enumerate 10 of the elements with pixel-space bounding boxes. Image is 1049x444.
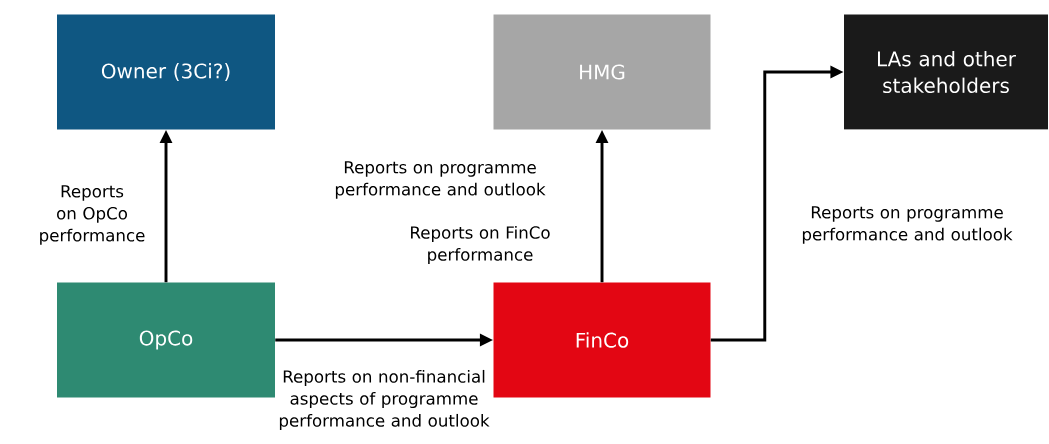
edge-label: Reports on non-financial aspects of programme performance and outlook — [279, 369, 490, 431]
process-box: FinCo — [493, 282, 711, 398]
edge-label: Reports on OpCo performance — [40, 185, 145, 245]
edge-label: Reports on FinCo performance — [411, 225, 550, 265]
edge-label: Reports on programme performance and outlook — [802, 206, 1013, 244]
process-box: HMG — [493, 14, 711, 130]
process-box: LAs and other stakeholders — [844, 14, 1048, 130]
process-box: Owner (3Ci?) — [57, 14, 275, 130]
note-label: Reports on programme performance and outlook — [335, 161, 546, 199]
process-box: OpCo — [57, 282, 275, 398]
